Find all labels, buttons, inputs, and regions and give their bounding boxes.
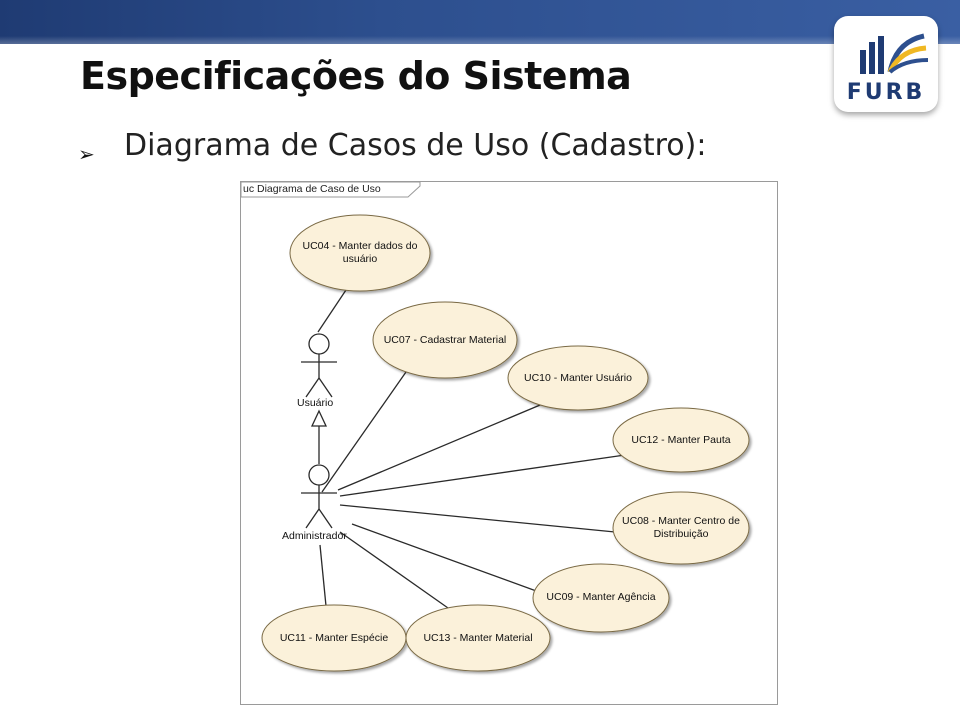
bullet-arrow-icon: ➢ [78,142,95,166]
furb-logo-icon [860,33,929,74]
frame-label: uc Diagrama de Caso de Uso [243,183,381,195]
uc04-label: UC04 - Manter dados do usuário [285,240,435,266]
header-bar-shine [0,36,960,44]
associations [317,286,626,609]
actor-usuario[interactable] [301,333,337,398]
uc08-ellipse[interactable] [612,491,750,565]
uc11-label: UC11 - Manter Espécie [279,632,389,644]
assoc-usuario-uc04 [317,286,349,333]
uc07-label: UC07 - Cadastrar Material [383,334,507,346]
uc12-label: UC12 - Manter Pauta [631,434,731,446]
uc08-label: UC08 - Manter Centro de Distribuição [601,515,761,541]
generalization-arrow [310,409,328,464]
uc10-ellipse[interactable] [507,345,649,411]
actor-administrador[interactable] [301,464,337,529]
uc04-ellipse[interactable] [289,214,431,292]
uc09-ellipse[interactable] [532,563,670,633]
frame-label-tab [240,181,421,198]
uc04-label-line2: usuário [342,253,378,265]
uc08-label-line2: Distribuição [653,528,709,540]
assoc-admin-uc08 [339,504,616,533]
bullet-text: Diagrama de Casos de Uso (Cadastro): [124,128,707,163]
logo-text: FURB [846,80,926,105]
assoc-admin-uc07 [321,351,421,493]
furb-logo: FURB [834,16,938,112]
uc09-label: UC09 - Manter Agência [546,591,656,603]
actor-administrador-label: Administrador [282,530,347,542]
assoc-admin-uc11 [319,544,327,607]
assoc-admin-uc10 [337,399,553,491]
uc04-label-line1: UC04 - Manter dados do [302,240,418,252]
uc13-label: UC13 - Manter Material [423,632,533,644]
assoc-admin-uc09 [351,523,551,597]
actor-usuario-label: Usuário [297,397,334,409]
uc13-ellipse[interactable] [405,604,551,672]
uc07-ellipse[interactable] [372,301,518,379]
uc12-ellipse[interactable] [612,407,750,473]
assoc-admin-uc13 [339,531,449,609]
slide-title: Especificações do Sistema [80,54,632,98]
header-bar [0,0,960,44]
uc08-label-line1: UC08 - Manter Centro de [622,515,740,527]
uc10-label: UC10 - Manter Usuário [524,372,632,384]
assoc-admin-uc12 [339,454,626,497]
